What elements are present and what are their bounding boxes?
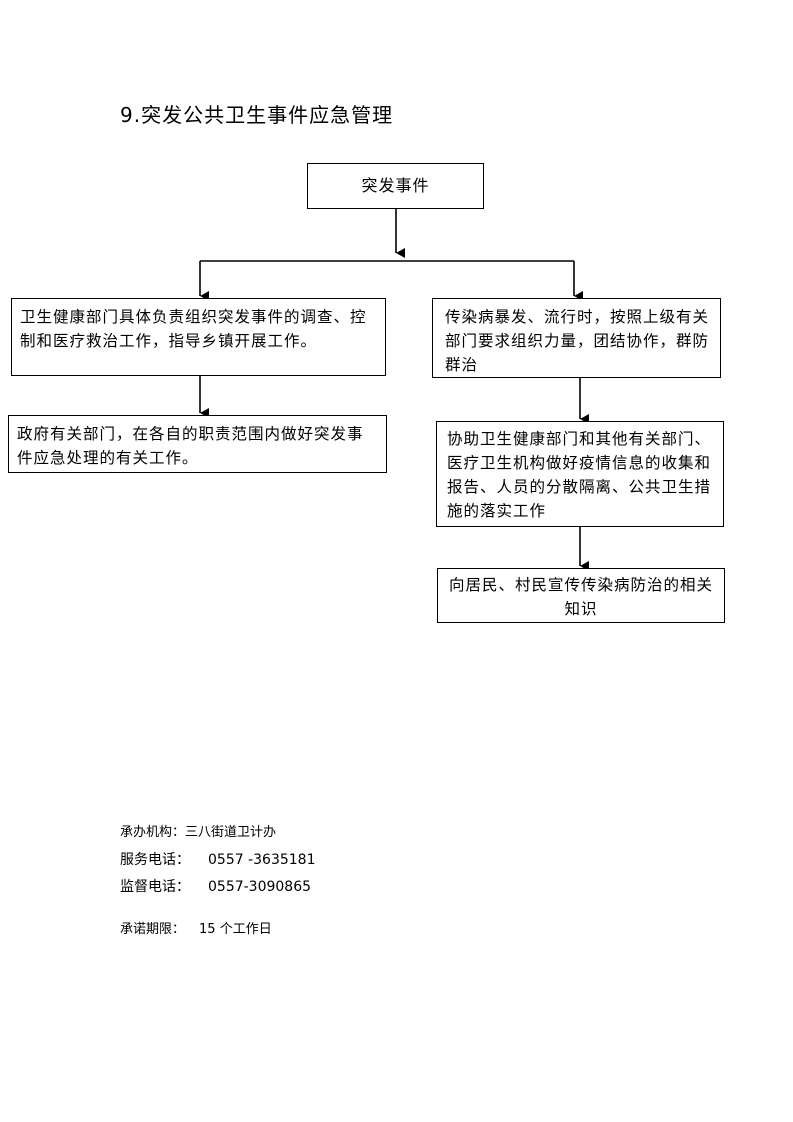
footer-supervise-value: 0557-3090865 bbox=[208, 879, 312, 895]
page-title: 9.突发公共卫生事件应急管理 bbox=[120, 103, 394, 127]
footer-org-value: 三八街道卫计办 bbox=[185, 825, 277, 840]
footer-service-value: 0557 -3635181 bbox=[208, 852, 316, 868]
footer-supervise-label: 监督电话： bbox=[120, 879, 190, 895]
footer-limit-value: 15 个工作日 bbox=[199, 922, 272, 937]
footer-time-limit: 承诺期限： 15 个工作日 bbox=[120, 918, 272, 937]
flow-node-health-dept: 卫生健康部门具体负责组织突发事件的调查、控制和医疗救治工作，指导乡镇开展工作。 bbox=[11, 298, 386, 376]
footer-service-label: 服务电话： bbox=[120, 852, 190, 868]
flow-node-root: 突发事件 bbox=[307, 163, 484, 209]
footer-limit-label: 承诺期限： bbox=[120, 922, 186, 937]
footer-service-phone: 服务电话： 0557 -3635181 bbox=[120, 849, 315, 869]
footer-organization: 承办机构：三八街道卫计办 bbox=[120, 821, 276, 840]
footer-org-label: 承办机构： bbox=[120, 825, 186, 840]
flow-node-gov-depts: 政府有关部门，在各自的职责范围内做好突发事件应急处理的有关工作。 bbox=[8, 415, 387, 473]
flow-node-epidemic-response: 传染病暴发、流行时，按照上级有关部门要求组织力量，团结协作，群防群治 bbox=[432, 298, 721, 378]
flow-node-assist-health-dept: 协助卫生健康部门和其他有关部门、医疗卫生机构做好疫情信息的收集和报告、人员的分散… bbox=[436, 421, 724, 527]
footer-supervise-phone: 监督电话： 0557-3090865 bbox=[120, 876, 311, 896]
flow-node-public-education: 向居民、村民宣传传染病防治的相关知识 bbox=[437, 568, 725, 623]
